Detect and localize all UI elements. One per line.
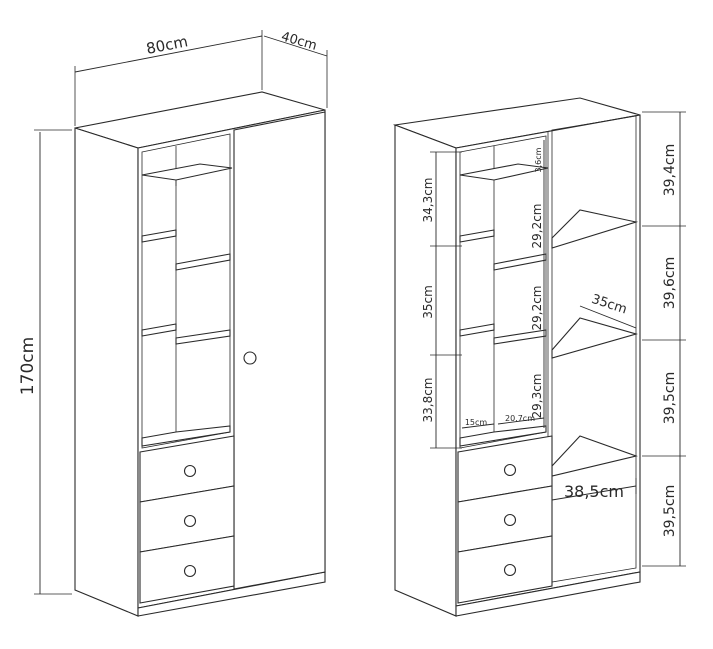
narrow-width-label: 15cm	[465, 418, 488, 427]
left-door	[233, 111, 326, 590]
left-shelf-4	[141, 425, 231, 447]
left-shelf-1	[141, 163, 233, 181]
top-strip-label: 3,6cm	[534, 147, 543, 172]
gap-low-label: 33,8cm	[421, 377, 435, 422]
right-shelf-a3	[493, 253, 547, 271]
height-label: 170cm	[18, 337, 38, 395]
drawer-knob-icon	[183, 514, 197, 528]
right-3-label: 39,5cm	[662, 372, 678, 425]
left-shelf-3a	[141, 323, 177, 337]
right-shelf-a6	[459, 425, 547, 447]
inner-mid-label: 29,2cm	[530, 285, 544, 330]
inner-width-label: 20,7cm	[505, 414, 535, 423]
right-shelf-2	[551, 317, 639, 359]
depth-label: 40cm	[279, 29, 318, 53]
inner-top-label: 29,2cm	[530, 203, 544, 248]
gap-top-label: 34,3cm	[421, 177, 435, 222]
right-shelf-a1	[459, 163, 549, 181]
right-2-label: 39,6cm	[662, 257, 678, 310]
drawer-knob-icon	[183, 564, 197, 578]
left-shelf-2b	[175, 253, 231, 271]
right-1-label: 39,4cm	[662, 144, 678, 197]
comp-width-label: 38,5cm	[564, 482, 624, 501]
right-4-label: 39,5cm	[662, 485, 678, 538]
gap-mid-label: 35cm	[421, 285, 435, 319]
left-shelf-2a	[141, 229, 177, 243]
drawer-knob-icon	[503, 563, 517, 577]
left-shelf-3b	[175, 329, 231, 345]
right-shelf-a2	[459, 229, 495, 243]
right-plinth	[455, 571, 641, 617]
width-label: 80cm	[145, 32, 190, 58]
inner-low-label: 29,3cm	[530, 373, 544, 418]
right-compartment	[551, 115, 637, 583]
right-shelf-1	[551, 209, 639, 249]
closed-wardrobe-view	[74, 91, 326, 617]
drawer-knob-icon	[503, 463, 517, 477]
right-shelf-a5	[493, 329, 547, 345]
drawer-knob-icon	[183, 464, 197, 478]
right-dimensions: 34,3cm 35cm 33,8cm 3,6cm 29,2cm 29,2cm 2…	[421, 111, 686, 567]
open-wardrobe-view	[392, 97, 641, 617]
right-shelf-a4	[459, 323, 495, 337]
drawer-knob-icon	[503, 513, 517, 527]
door-knob-icon	[243, 351, 257, 365]
left-side-panel	[74, 127, 139, 617]
